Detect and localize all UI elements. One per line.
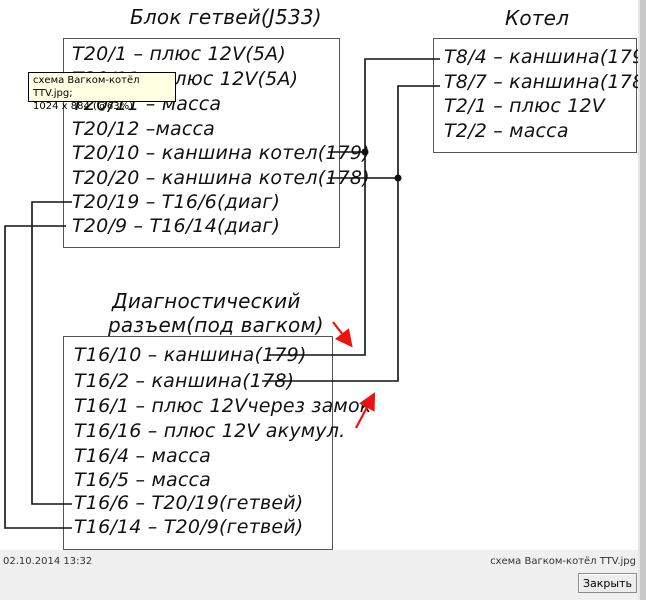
junction-dot-178 — [394, 174, 402, 182]
boiler-line: T8/4 – каншина(179) — [444, 46, 646, 68]
gateway-line: T20/12 –масса — [72, 118, 216, 140]
gateway-title: Блок гетвей(J533) — [130, 5, 322, 29]
gateway-line: T20/1 – плюс 12V(5A) — [72, 43, 286, 65]
gateway-line: T20/9 – T16/14(диаг) — [72, 215, 281, 237]
image-info-tooltip: схема Вагком-котёл TTV.jpg; 1024 x 884 (… — [28, 72, 176, 112]
wire-t20-19-t16-6 — [31, 201, 72, 505]
viewer-footer: 02.10.2014 13:32 схема Вагком-котёл TTV.… — [0, 550, 638, 600]
diag-line: T16/6 – T20/19(гетвей) — [74, 492, 304, 514]
boiler-box — [433, 38, 637, 153]
diag-title: Диагностический — [112, 289, 301, 313]
diag-line: T16/2 – каншина(178) — [74, 370, 295, 392]
boiler-line: T2/2 – масса — [444, 120, 569, 142]
junction-dot-179 — [361, 148, 369, 156]
close-button[interactable]: Закрыть — [578, 573, 637, 593]
wire-t20-9-t16-14 — [4, 225, 72, 529]
diag-line: T16/4 – масса — [74, 445, 211, 467]
diag-line: T16/16 – плюс 12V акумул. — [74, 420, 346, 442]
diag-line: T16/1 – плюс 12Vчерез замок — [74, 395, 372, 417]
boiler-title: Котел — [505, 6, 570, 30]
wire-can-178 — [262, 85, 440, 382]
diag-line: T16/5 – масса — [74, 469, 211, 491]
image-date: 02.10.2014 13:32 — [3, 556, 93, 567]
wires — [4, 58, 440, 529]
wire-can-179 — [268, 58, 440, 356]
gateway-line: T20/20 – каншина котел(178) — [72, 167, 370, 189]
image-filename: схема Вагком-котёл TTV.jpg — [490, 556, 636, 567]
diag-subtitle: разъем(под вагком) — [108, 313, 324, 337]
red-arrow-1 — [332, 321, 353, 348]
diag-line: T16/10 – каншина(179) — [74, 344, 307, 366]
tooltip-filename: схема Вагком-котёл TTV.jpg; — [33, 75, 140, 99]
frame-edge-inner — [638, 0, 640, 600]
frame-edge — [640, 0, 646, 600]
boiler-line: T8/7 – каншина(178) — [444, 71, 646, 93]
red-arrow-2 — [355, 392, 376, 429]
gateway-box — [63, 38, 340, 248]
tooltip-dimensions: 1024 x 884 (@63%) — [33, 101, 134, 112]
diag-line: T16/14 – T20/9(гетвей) — [74, 516, 304, 538]
gateway-line: T20/10 – каншина котел(179) — [72, 142, 370, 164]
diag-box — [63, 336, 333, 550]
boiler-line: T2/1 – плюс 12V — [444, 95, 605, 117]
gateway-line: T20/19 – T16/6(диаг) — [72, 191, 281, 213]
